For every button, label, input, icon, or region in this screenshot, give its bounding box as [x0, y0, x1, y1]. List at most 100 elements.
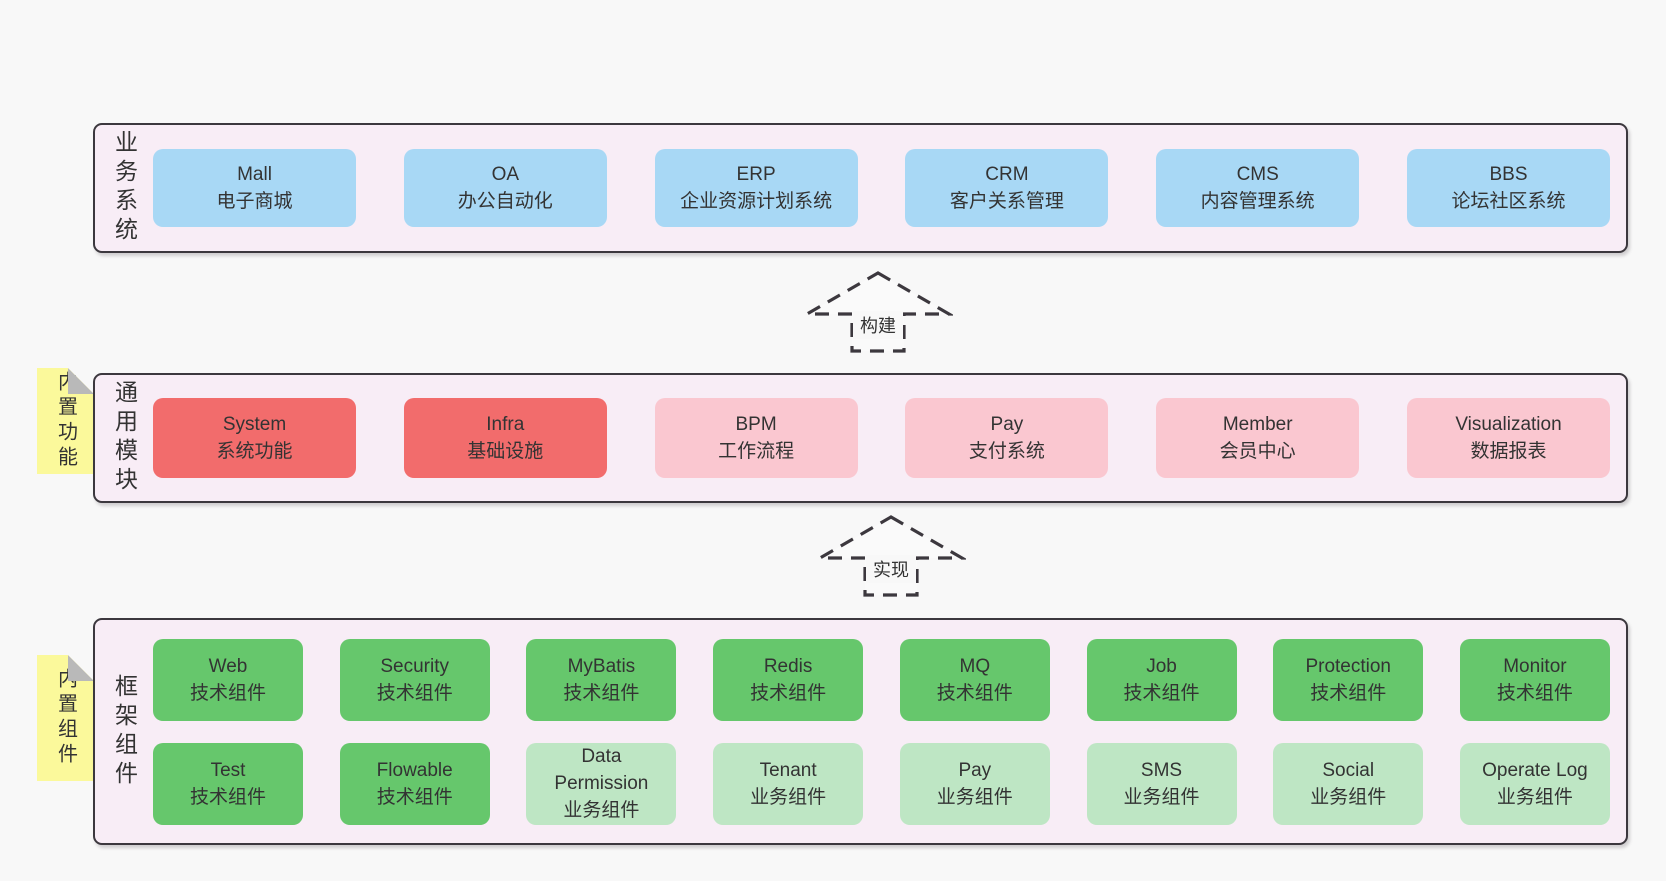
- module-name-en: Pay: [990, 414, 1024, 435]
- module-name-zh: 企业资源计划系统: [680, 191, 833, 212]
- module-name-en: Job: [1146, 655, 1177, 677]
- module-name-zh: 技术组件: [376, 786, 453, 808]
- implement-arrow-icon: 实现: [816, 515, 966, 597]
- module-box-flowable: Flowable 技术组件: [339, 742, 490, 825]
- module-name-zh: 办公自动化: [457, 191, 553, 212]
- module-name-zh: 业务组件: [936, 786, 1013, 808]
- builtin-features-sticky: 内置功能: [37, 368, 94, 474]
- module-name-en: Test: [210, 759, 246, 781]
- module-name-en: BPM: [735, 414, 777, 435]
- module-box-pay: Pay 业务组件: [899, 742, 1050, 825]
- build-arrow-label: 构建: [860, 316, 896, 336]
- module-box-mybatis: MyBatis 技术组件: [526, 638, 677, 721]
- module-name-en: SMS: [1140, 759, 1183, 781]
- module-box-bbs: BBS 论坛社区系统: [1406, 149, 1610, 227]
- module-name-en: Mall: [237, 164, 272, 185]
- module-box-infra: Infra 基础设施: [403, 398, 607, 478]
- common-modules-label-column: 通用模块: [95, 375, 153, 501]
- module-box-protection: Protection 技术组件: [1273, 638, 1424, 721]
- module-name-zh: 论坛社区系统: [1451, 191, 1566, 212]
- module-name-zh: 技术组件: [376, 682, 453, 704]
- module-name-en: System: [222, 414, 287, 435]
- module-name-zh: 业务组件: [750, 786, 827, 808]
- module-name-en: Data Permission: [554, 746, 649, 794]
- builtin-features-sticky-label: 内置功能: [54, 371, 77, 471]
- module-box-visualization: Visualization 数据报表: [1406, 398, 1610, 478]
- module-name-en: Infra: [486, 414, 525, 435]
- module-name-zh: 业务组件: [563, 800, 640, 821]
- module-name-zh: 内容管理系统: [1200, 191, 1315, 212]
- module-name-en: Web: [208, 655, 248, 677]
- module-name-zh: 基础设施: [467, 441, 544, 462]
- framework-components-label: 框架组件: [111, 673, 138, 790]
- module-name-zh: 技术组件: [1496, 682, 1573, 704]
- common-modules-label: 通用模块: [111, 380, 138, 496]
- module-name-en: Redis: [763, 655, 813, 677]
- module-box-social: Social 业务组件: [1273, 742, 1424, 825]
- module-box-security: Security 技术组件: [339, 638, 490, 721]
- module-name-en: Monitor: [1503, 655, 1567, 677]
- module-name-zh: 支付系统: [968, 441, 1045, 462]
- module-name-en: Social: [1322, 759, 1375, 781]
- module-box-system: System 系统功能: [153, 398, 356, 478]
- module-name-en: Flowable: [376, 759, 453, 781]
- module-box-monitor: Monitor 技术组件: [1459, 638, 1610, 721]
- module-box-mq: MQ 技术组件: [899, 638, 1050, 721]
- module-name-en: Protection: [1305, 655, 1391, 677]
- module-box-member: Member 会员中心: [1156, 398, 1360, 478]
- module-name-en: CRM: [985, 164, 1029, 185]
- implement-arrow-label: 实现: [873, 560, 909, 580]
- module-name-zh: 数据报表: [1470, 441, 1547, 462]
- builtin-components-sticky: 内置组件: [37, 655, 94, 781]
- module-name-zh: 技术组件: [563, 682, 640, 704]
- module-box-web: Web 技术组件: [153, 638, 303, 721]
- builtin-components-sticky-label: 内置组件: [54, 668, 77, 768]
- module-name-zh: 会员中心: [1219, 441, 1296, 462]
- module-box-data-permission: Data Permission 业务组件: [526, 742, 677, 825]
- module-name-zh: 业务组件: [1496, 786, 1573, 808]
- module-box-pay: Pay 支付系统: [905, 398, 1109, 478]
- module-name-en: Member: [1222, 414, 1293, 435]
- module-name-en: ERP: [736, 164, 776, 185]
- framework-components-label-column: 框架组件: [95, 620, 153, 843]
- module-name-zh: 技术组件: [750, 682, 827, 704]
- module-name-en: CMS: [1236, 164, 1279, 185]
- business-systems-label: 业务系统: [111, 130, 138, 246]
- module-name-en: Visualization: [1455, 414, 1562, 435]
- module-name-en: BBS: [1489, 164, 1528, 185]
- module-name-zh: 业务组件: [1123, 786, 1200, 808]
- module-name-en: Pay: [958, 759, 992, 781]
- module-box-operate-log: Operate Log 业务组件: [1459, 742, 1610, 825]
- module-box-sms: SMS 业务组件: [1086, 742, 1237, 825]
- module-name-zh: 技术组件: [936, 682, 1013, 704]
- module-name-en: MyBatis: [567, 655, 636, 677]
- module-name-en: Security: [380, 655, 450, 677]
- module-box-tenant: Tenant 业务组件: [713, 742, 864, 825]
- sticky-fold-corner-icon: [68, 655, 94, 681]
- module-name-zh: 技术组件: [1310, 682, 1387, 704]
- module-box-redis: Redis 技术组件: [713, 638, 864, 721]
- module-name-en: Tenant: [759, 759, 817, 781]
- module-box-cms: CMS 内容管理系统: [1156, 149, 1360, 227]
- module-name-en: Operate Log: [1482, 759, 1588, 781]
- module-name-zh: 业务组件: [1310, 786, 1387, 808]
- module-name-en: MQ: [959, 655, 991, 677]
- module-box-erp: ERP 企业资源计划系统: [654, 149, 858, 227]
- module-name-zh: 系统功能: [216, 441, 293, 462]
- business-systems-label-column: 业务系统: [95, 125, 153, 251]
- module-name-zh: 技术组件: [189, 682, 266, 704]
